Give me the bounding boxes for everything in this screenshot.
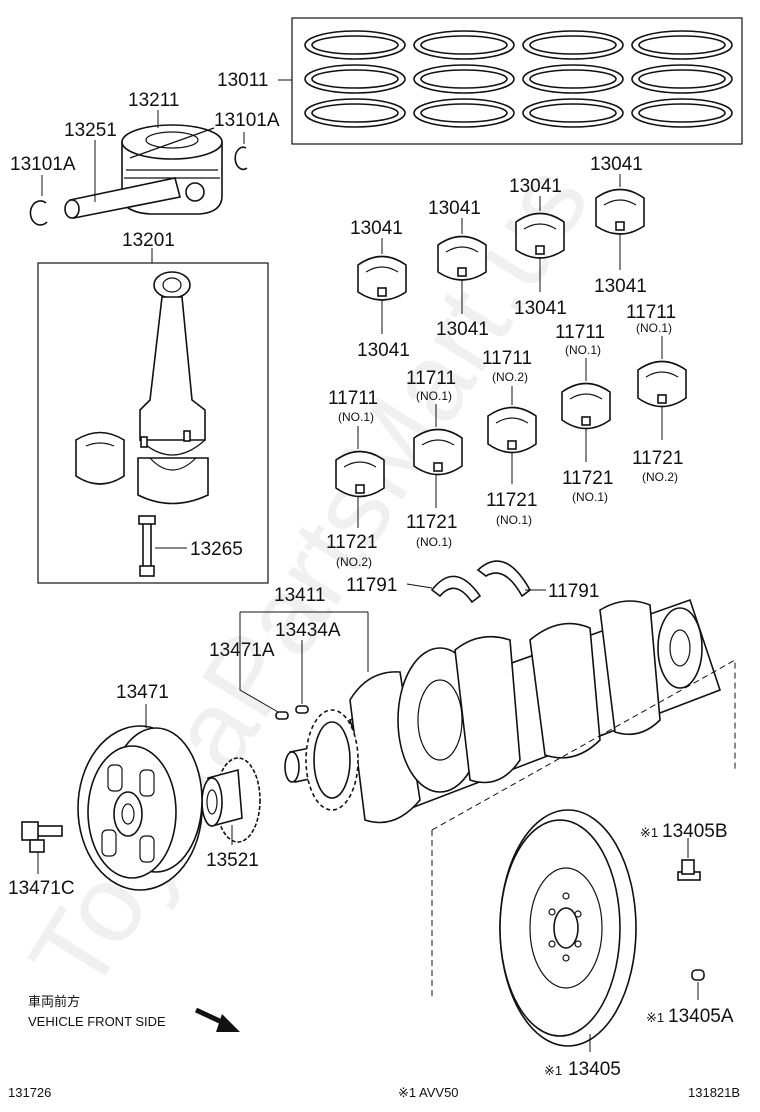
sub-11721-2: (NO.1)	[416, 535, 452, 549]
label-11721-1[interactable]: 11721	[326, 532, 377, 553]
key-13434a[interactable]	[295, 705, 309, 714]
main-bearing-1[interactable]	[335, 450, 385, 498]
sub-11721-4: (NO.1)	[572, 490, 608, 504]
rod-bearing-2[interactable]	[437, 235, 487, 281]
piston-ring-set[interactable]	[278, 17, 743, 145]
main-bearing-5[interactable]	[637, 360, 687, 408]
note-mark-13405a: ※1	[646, 1010, 664, 1025]
snap-ring-right[interactable]	[234, 146, 248, 171]
thrust-washer-left[interactable]	[430, 575, 482, 604]
note-mark-13405b: ※1	[640, 825, 658, 840]
label-11711-3[interactable]: 11711	[482, 348, 532, 369]
label-13471[interactable]: 13471	[116, 682, 169, 703]
label-13265[interactable]: 13265	[190, 539, 243, 560]
footer-left-code: 131726	[8, 1085, 51, 1100]
rod-bearing-shell[interactable]	[75, 431, 125, 485]
label-11721-4[interactable]: 11721	[562, 468, 613, 489]
label-13041-3-top[interactable]: 13041	[509, 176, 562, 197]
piston-pin[interactable]	[64, 177, 181, 219]
label-11711-4[interactable]: 11711	[555, 322, 605, 343]
label-13405[interactable]: 13405	[568, 1059, 621, 1080]
label-13041-4-bottom[interactable]: 13041	[594, 276, 647, 297]
rod-bearing-3[interactable]	[515, 212, 565, 259]
sub-11711-3: (NO.2)	[492, 370, 528, 384]
label-13041-1-bottom[interactable]: 13041	[357, 340, 410, 361]
main-bearing-3[interactable]	[487, 406, 537, 454]
label-11721-2[interactable]: 11721	[406, 512, 457, 533]
piston[interactable]	[121, 124, 223, 215]
label-13211[interactable]: 13211	[128, 90, 179, 111]
label-13041-1-top[interactable]: 13041	[350, 218, 403, 239]
label-11721-3[interactable]: 11721	[486, 490, 537, 511]
front-side-en: VEHICLE FRONT SIDE	[28, 1014, 166, 1029]
label-11791-left[interactable]: 11791	[346, 575, 397, 596]
flywheel-pin[interactable]	[691, 969, 705, 981]
label-13471c[interactable]: 13471C	[8, 878, 75, 899]
label-11711-2[interactable]: 11711	[406, 368, 456, 389]
note-mark-13405: ※1	[544, 1063, 562, 1078]
label-11711-5[interactable]: 11711	[626, 302, 676, 323]
crank-pulley[interactable]	[77, 725, 203, 891]
flywheel-bolt[interactable]	[677, 859, 701, 881]
label-13471a[interactable]: 13471A	[209, 640, 275, 661]
sub-11711-5: (NO.1)	[636, 321, 672, 335]
rod-bearing-1[interactable]	[357, 255, 407, 301]
label-13101a-left[interactable]: 13101A	[10, 154, 76, 175]
front-arrow-icon	[194, 1007, 240, 1032]
rod-bearing-4[interactable]	[595, 188, 645, 235]
sub-11711-4: (NO.1)	[565, 343, 601, 357]
label-13201[interactable]: 13201	[122, 230, 175, 251]
connecting-rod[interactable]	[137, 271, 209, 505]
rod-bolt[interactable]	[138, 515, 156, 577]
label-13405b[interactable]: 13405B	[662, 821, 728, 842]
main-bearing-2[interactable]	[413, 428, 463, 476]
snap-ring-left[interactable]	[29, 200, 48, 226]
crankshaft[interactable]	[284, 598, 722, 824]
label-13041-3-bottom[interactable]: 13041	[514, 298, 567, 319]
crank-sprocket-gear[interactable]	[305, 709, 359, 811]
label-13411[interactable]: 13411	[274, 585, 325, 606]
sub-11711-2: (NO.1)	[416, 389, 452, 403]
thrust-washer-right[interactable]	[476, 560, 532, 598]
label-13434a[interactable]: 13434A	[275, 620, 341, 641]
main-bearing-4[interactable]	[561, 382, 611, 430]
label-13011[interactable]: 13011	[217, 70, 268, 91]
front-side-jp: 車両前方	[28, 994, 80, 1009]
sub-11711-1: (NO.1)	[338, 410, 374, 424]
label-13521[interactable]: 13521	[206, 850, 259, 871]
flywheel[interactable]	[499, 809, 637, 1047]
key-13471a[interactable]	[275, 711, 289, 720]
crank-timing-sprocket[interactable]	[201, 757, 261, 843]
footnote: ※1 AVV50	[398, 1085, 459, 1100]
sub-11721-1: (NO.2)	[336, 555, 372, 569]
pulley-bolt[interactable]	[21, 821, 63, 853]
label-13041-4-top[interactable]: 13041	[590, 154, 643, 175]
footer-right-code: 131821B	[688, 1085, 740, 1100]
label-13101a-right[interactable]: 13101A	[214, 110, 280, 131]
sub-11721-5: (NO.2)	[642, 470, 678, 484]
sub-11721-3: (NO.1)	[496, 513, 532, 527]
label-11721-5[interactable]: 11721	[632, 448, 683, 469]
label-13041-2-bottom[interactable]: 13041	[436, 319, 489, 340]
label-11791-right[interactable]: 11791	[548, 581, 599, 602]
label-11711-1[interactable]: 11711	[328, 388, 378, 409]
label-13405a[interactable]: 13405A	[668, 1006, 734, 1027]
label-13041-2-top[interactable]: 13041	[428, 198, 481, 219]
connecting-rod-box	[37, 262, 269, 584]
label-13251[interactable]: 13251	[64, 120, 117, 141]
